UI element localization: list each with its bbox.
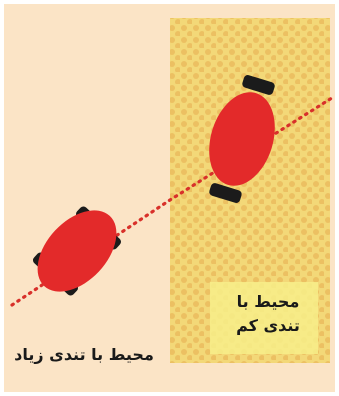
low-speed-label-line1: محیط با — [222, 290, 314, 314]
high-speed-label: محیط با تندی زیاد — [8, 344, 160, 366]
low-speed-label-line2: تندی کم — [222, 314, 314, 338]
low-speed-label: محیط با تندی کم — [222, 290, 314, 338]
